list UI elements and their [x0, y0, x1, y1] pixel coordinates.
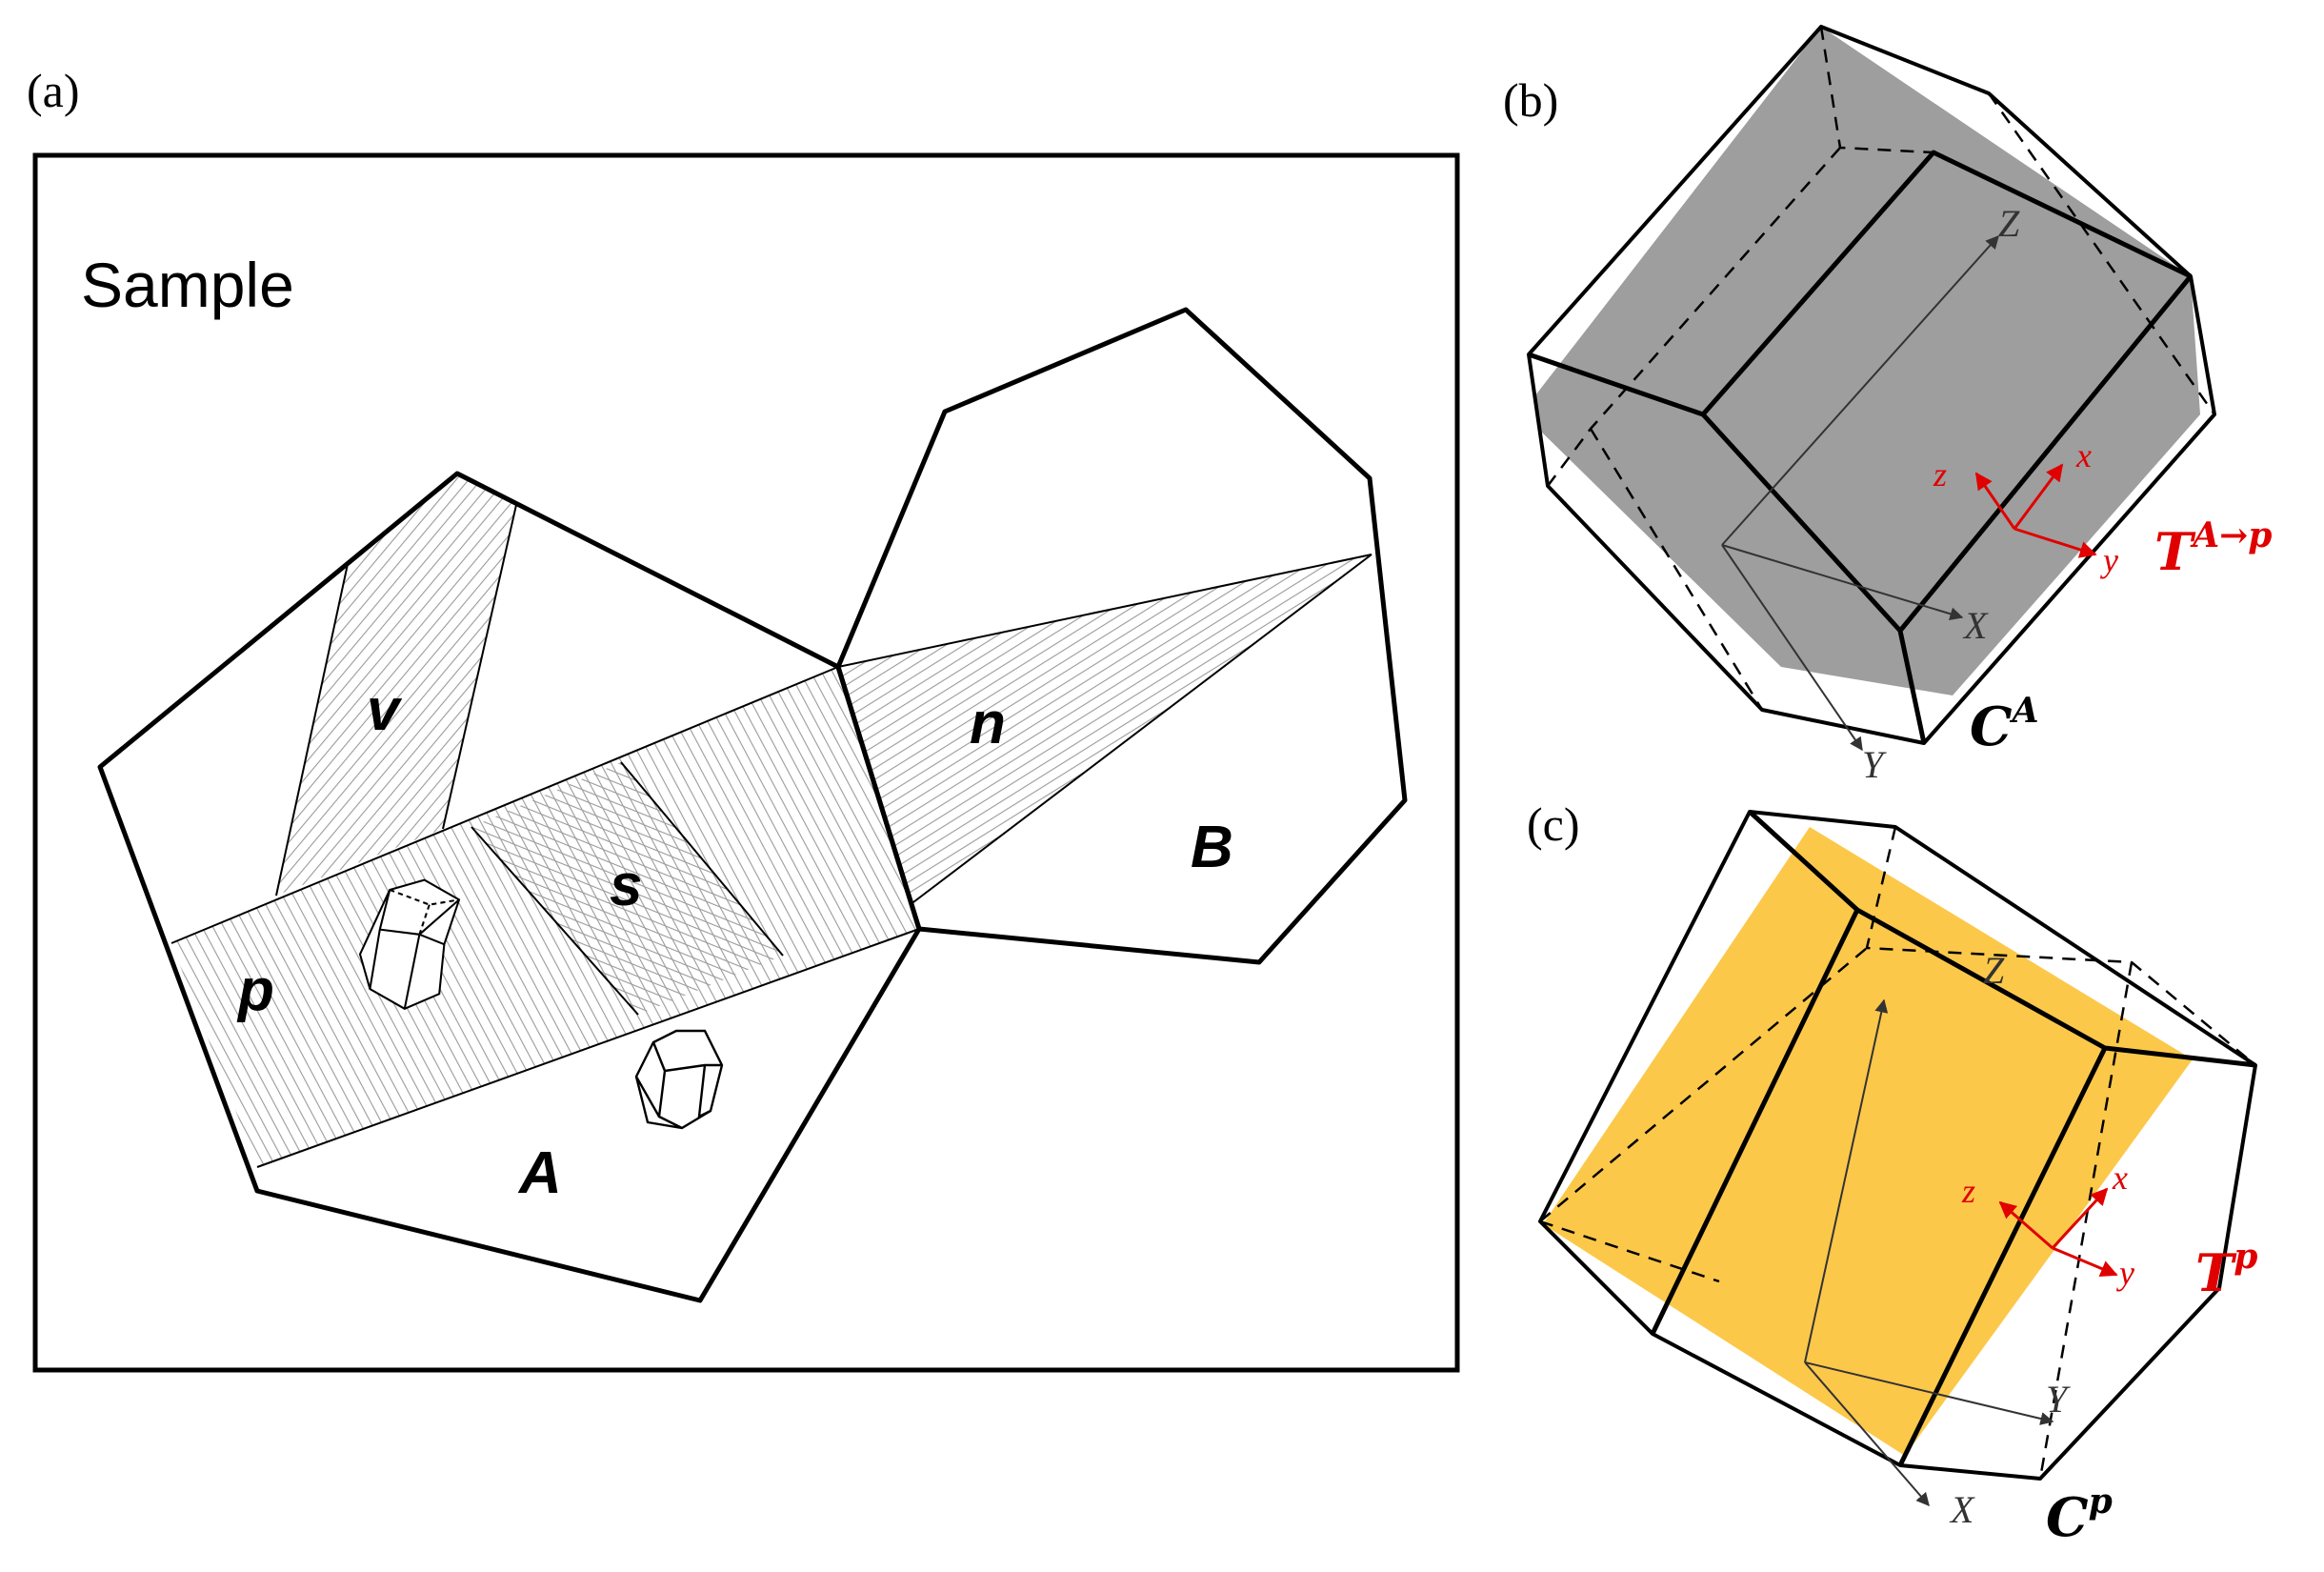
region-n-label: n — [970, 691, 1006, 756]
local-axis-z-label: z — [1933, 455, 1947, 494]
axis-Z-label: Z — [1998, 202, 2020, 245]
plane-c — [1543, 827, 2193, 1456]
local-axis-y-label: y — [2100, 541, 2118, 579]
panel-b: (b) Z X Y x z y TA→p — [1503, 25, 2272, 786]
panel-a-label: (a) — [27, 64, 80, 117]
crystal-label-b: CA — [1970, 691, 2039, 758]
axis-Z-label: Z — [1983, 949, 2005, 992]
region-v-fill — [276, 474, 516, 896]
axis-Y-label: Y — [2046, 1378, 2071, 1421]
crystal-icon-A — [634, 1029, 724, 1130]
region-A-label: A — [517, 1140, 562, 1206]
sample-label: Sample — [81, 250, 294, 320]
region-v-label: v — [367, 677, 403, 743]
panel-c-label: (c) — [1527, 797, 1580, 851]
local-axis-z-label: z — [1961, 1172, 1975, 1210]
transform-label-c: Tp — [2195, 1237, 2257, 1303]
panel-c: (c) Z Y X x z y Tp — [1527, 797, 2257, 1549]
thin-boundaries — [170, 504, 1372, 1168]
grain-B-outline — [835, 307, 1408, 965]
crystal-icon-p — [358, 878, 461, 1010]
panel-a: (a) Sample — [27, 64, 1460, 1373]
crystal-c — [1538, 810, 2257, 1507]
crystal-b — [1527, 25, 2216, 752]
sample-frame — [32, 152, 1460, 1373]
region-n-fill — [838, 554, 1372, 905]
plane-b — [1535, 27, 2200, 695]
crystal-label-c: Cp — [2046, 1481, 2113, 1549]
region-s-fill — [471, 762, 783, 1015]
transform-label-b: TA→p — [2154, 515, 2272, 582]
local-axis-y-label: y — [2116, 1254, 2134, 1292]
panel-b-label: (b) — [1503, 73, 1558, 127]
axis-X-label: X — [1949, 1488, 1975, 1531]
local-axis-x-label: x — [2075, 436, 2092, 474]
axis-X-label: X — [1962, 604, 1989, 647]
region-p-fill — [171, 667, 919, 1167]
axis-Y-label: Y — [1862, 743, 1887, 786]
local-axis-x-label: x — [2112, 1159, 2128, 1197]
region-s-label: s — [610, 853, 642, 918]
region-B-label: B — [1191, 815, 1233, 880]
region-p-label: p — [236, 957, 274, 1023]
